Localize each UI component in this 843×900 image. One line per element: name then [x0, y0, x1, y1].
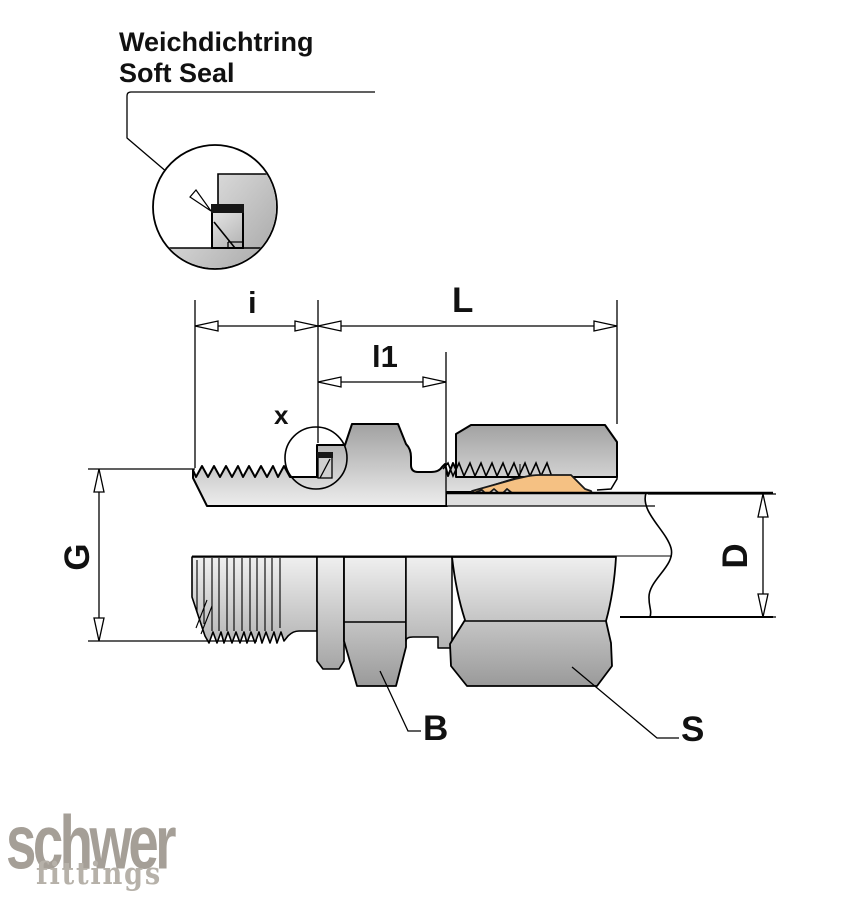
leader-S: [571, 666, 679, 739]
leader-lines: [379, 666, 679, 739]
stud-thread-outside: [191, 556, 318, 644]
dimension-arrows: [93, 320, 769, 642]
nut-section-upper: [455, 424, 618, 478]
dim-label-l1: l1: [372, 339, 398, 374]
body-outside-lower: [191, 556, 617, 687]
annotation-line1: Weichdichtring: [119, 27, 314, 57]
tube-break-line: [644, 492, 673, 618]
soft-seal-detail: [126, 91, 375, 270]
leader-B: [379, 670, 421, 732]
annotation-leader: [126, 91, 375, 197]
cutting-ring: [471, 474, 593, 496]
x-detail-circle: [284, 426, 348, 490]
dim-label-i: i: [248, 285, 257, 320]
dim-label-G: G: [58, 543, 97, 571]
dim-label-x: x: [274, 400, 289, 430]
dim-label-L: L: [452, 281, 474, 320]
dim-label-S: S: [681, 710, 705, 749]
seal-flange: [316, 556, 345, 670]
logo-brand: schwer: [6, 801, 176, 886]
soft-seal-pocket: [317, 452, 333, 479]
dim-label-B: B: [423, 709, 449, 748]
tube: [192, 491, 773, 618]
dimensions: [88, 300, 776, 642]
dim-label-D: D: [716, 543, 755, 569]
body-neck: [405, 556, 453, 649]
annotation-line2: Soft Seal: [119, 58, 235, 88]
logo-sub: fittings: [36, 856, 163, 892]
detail-arrowhead: [189, 189, 212, 212]
body-section-upper: [192, 423, 618, 507]
soft-seal-magnified: [211, 204, 244, 249]
